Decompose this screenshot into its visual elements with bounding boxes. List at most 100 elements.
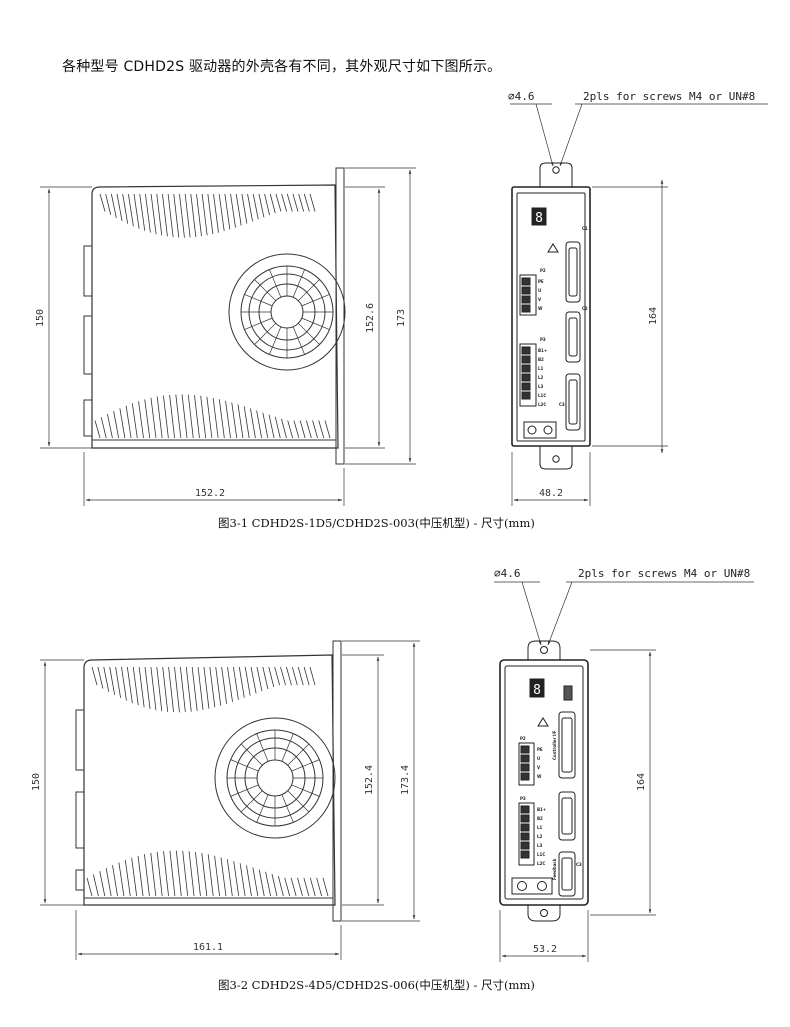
- decorative-line: [124, 859, 131, 897]
- decorative-line: [230, 759, 259, 772]
- decorative-line: [309, 666, 316, 686]
- decorative-line: [196, 193, 202, 237]
- decorative-line: [197, 666, 204, 710]
- decorative-line: [292, 193, 299, 212]
- decorative-line: [144, 666, 151, 709]
- decorative-line: [287, 743, 310, 766]
- figure2-caption: 图3-2 CDHD2S-4D5/CDHD2S-006(中压机型) - 尺寸(mm…: [218, 978, 535, 992]
- decorative-line: [190, 193, 197, 237]
- decorative-line: [162, 395, 169, 439]
- decorative-line: [175, 394, 182, 439]
- decorative-line: [287, 420, 294, 439]
- decorative-line: [218, 193, 225, 232]
- decorative-line: [254, 279, 276, 301]
- decorative-line: [265, 871, 271, 897]
- decorative-line: [269, 269, 282, 298]
- decorative-line: [284, 877, 291, 897]
- decorative-line: [256, 794, 269, 823]
- decorative-line: [303, 666, 310, 686]
- decorative-line: [239, 863, 246, 897]
- decorative-line: [187, 394, 194, 439]
- decorative-line: [150, 852, 157, 897]
- decorative-line: [268, 666, 275, 688]
- decorative-line: [168, 666, 174, 713]
- decorative-line: [241, 193, 248, 224]
- figure1-side-view: [83, 167, 346, 465]
- fig2-side-width-label: 161.1: [193, 942, 223, 953]
- decorative-line: [188, 851, 195, 897]
- decorative-line: [303, 193, 310, 212]
- decorative-line: [194, 395, 200, 439]
- fig1-front-width-label: 48.2: [539, 488, 563, 499]
- decorative-line: [213, 193, 219, 233]
- decorative-line: [322, 877, 329, 897]
- svg-text:W: W: [538, 306, 543, 311]
- svg-text:L1: L1: [537, 825, 543, 830]
- decorative-line: [138, 401, 144, 439]
- svg-text:U: U: [537, 756, 540, 761]
- decorative-line: [281, 193, 288, 212]
- decorative-line: [113, 411, 120, 439]
- decorative-line: [316, 877, 323, 897]
- fig1-side-height-label: 150: [35, 309, 46, 327]
- decorative-line: [99, 193, 106, 212]
- decorative-line: [156, 396, 163, 439]
- decorative-line: [269, 326, 282, 355]
- decorative-line: [230, 784, 259, 797]
- decorative-line: [105, 867, 112, 897]
- decorative-line: [131, 403, 138, 439]
- fig1-side-total-label: 173: [396, 309, 407, 327]
- decorative-line: [125, 405, 132, 439]
- decorative-line: [256, 733, 269, 762]
- decorative-line: [290, 877, 297, 897]
- figure1-front-dimensions: [510, 103, 768, 506]
- decorative-line: [227, 666, 233, 702]
- decorative-line: [258, 869, 265, 897]
- decorative-line: [139, 193, 146, 231]
- fig1-front-height-label: 164: [648, 307, 659, 325]
- decorative-line: [207, 193, 214, 235]
- decorative-line: [167, 193, 174, 238]
- decorative-line: [277, 875, 284, 897]
- decorative-line: [144, 854, 150, 897]
- svg-text:W: W: [537, 774, 542, 779]
- decorative-line: [244, 294, 273, 307]
- decorative-line: [105, 193, 112, 215]
- decorative-line: [240, 790, 263, 813]
- svg-text:L1: L1: [538, 366, 544, 371]
- decorative-line: [150, 397, 157, 439]
- decorative-line: [235, 193, 242, 226]
- decorative-line: [212, 397, 219, 439]
- decorative-line: [119, 408, 126, 439]
- decorative-line: [231, 402, 238, 439]
- decorative-line: [309, 193, 316, 212]
- decorative-line: [281, 733, 294, 762]
- decorative-line: [225, 400, 231, 439]
- decorative-line: [247, 193, 253, 222]
- decorative-line: [220, 857, 227, 897]
- decorative-line: [150, 666, 157, 711]
- decorative-line: [262, 412, 269, 439]
- svg-text:B1+: B1+: [538, 348, 547, 353]
- figure1-front-labels: P2 PE U V W P3 B1+ B2 L1 L2 L3 L1C L2C C…: [538, 226, 588, 407]
- svg-text:C3: C3: [559, 402, 565, 407]
- decorative-line: [92, 874, 99, 897]
- decorative-line: [246, 865, 252, 897]
- decorative-line: [293, 420, 300, 439]
- svg-text:P3: P3: [540, 337, 546, 342]
- decorative-line: [179, 666, 186, 713]
- svg-text:V: V: [538, 297, 542, 302]
- fig2-side-inner-label: 152.4: [364, 765, 375, 795]
- figure2-side-view: [75, 640, 342, 922]
- fig1-hole-note: ⌀4.6: [508, 90, 535, 103]
- svg-text:C2: C2: [582, 306, 588, 311]
- decorative-line: [291, 666, 298, 686]
- svg-text:B1+: B1+: [537, 807, 546, 812]
- svg-text:L1C: L1C: [538, 393, 546, 398]
- decorative-line: [268, 414, 275, 439]
- decorative-line: [162, 193, 168, 237]
- svg-text:L3: L3: [538, 384, 544, 389]
- fig1-side-width-label: 152.2: [195, 488, 225, 499]
- decorative-line: [215, 666, 222, 706]
- decorative-line: [201, 853, 208, 897]
